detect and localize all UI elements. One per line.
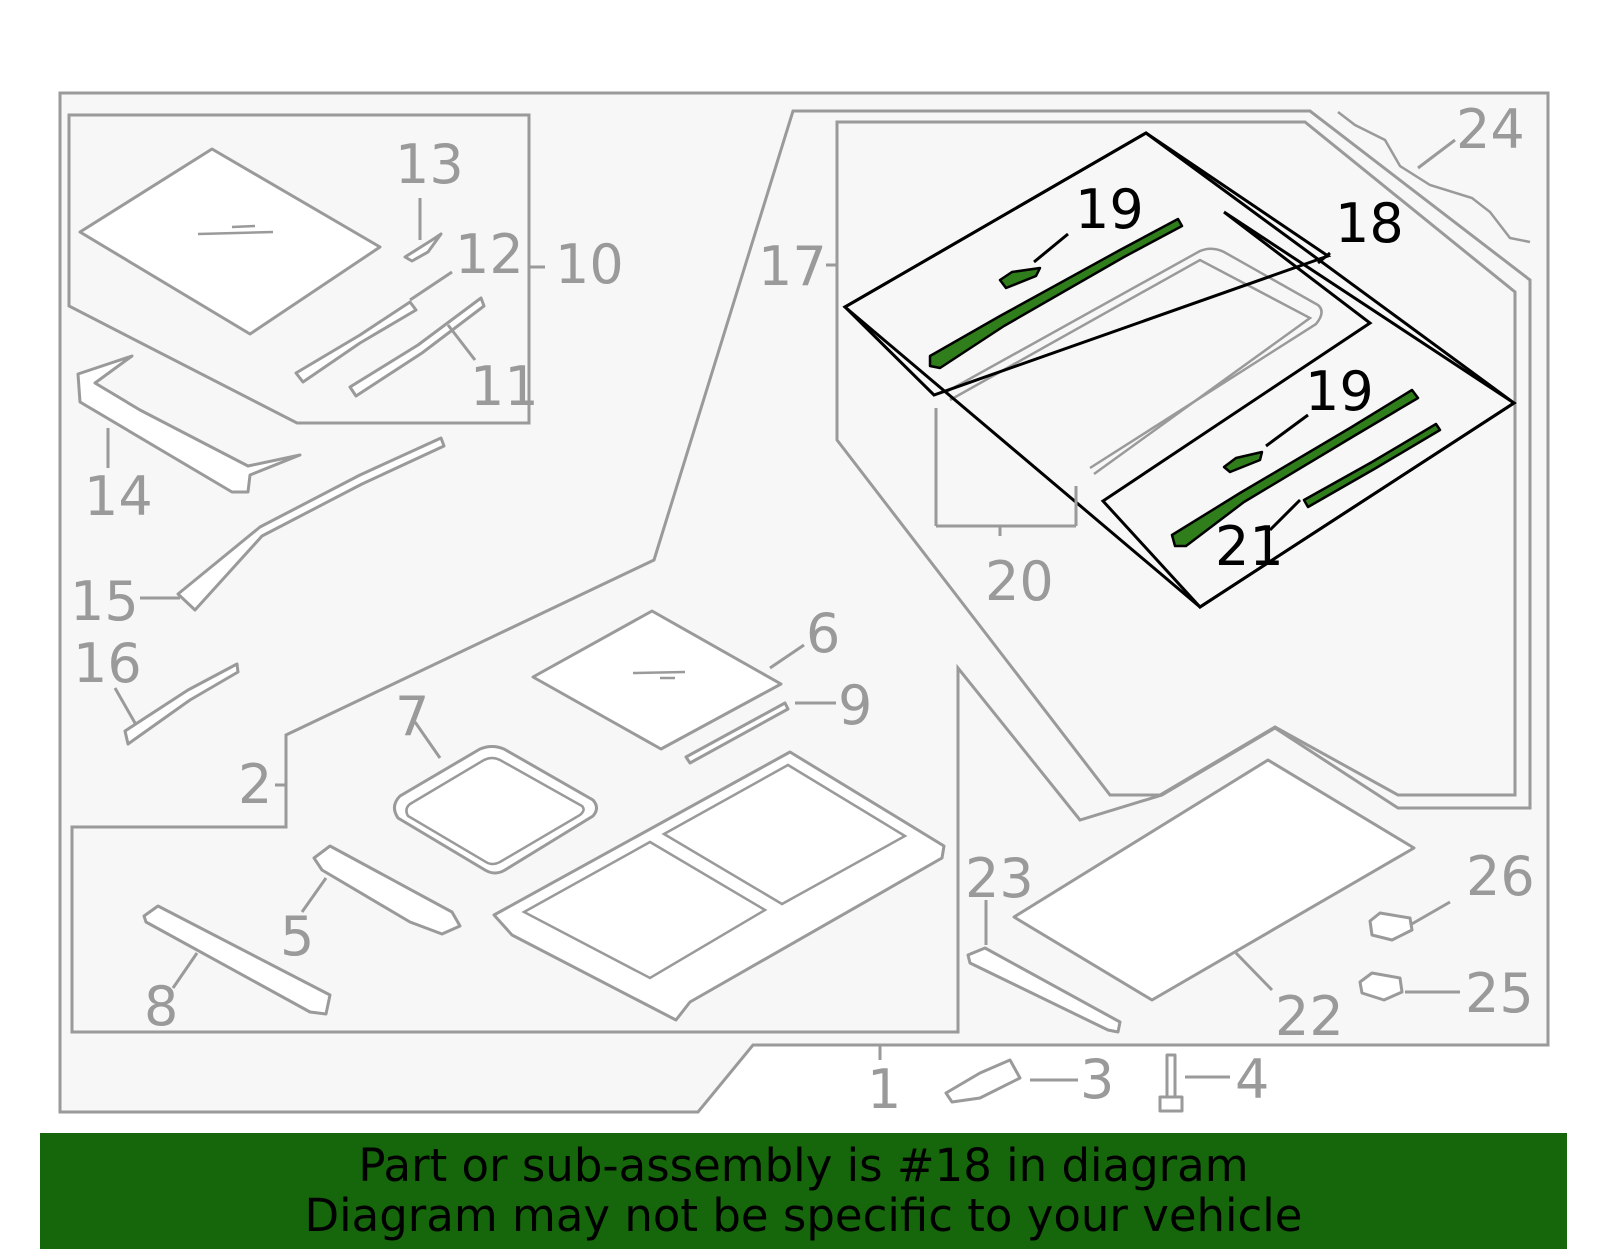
part-4-bolt [1158,1053,1184,1113]
callout-25[interactable]: 25 [1465,962,1534,1025]
callout-12[interactable]: 12 [455,223,524,286]
part-2-frame [492,750,946,1022]
callout-15[interactable]: 15 [70,570,139,633]
callout-7[interactable]: 7 [395,685,429,748]
part-23-rail [966,946,1122,1034]
part-18-rail-right [1170,388,1420,548]
callout-4[interactable]: 4 [1235,1048,1269,1111]
callout-9[interactable]: 9 [838,674,872,737]
callout-3[interactable]: 3 [1080,1048,1114,1111]
callout-26[interactable]: 26 [1466,845,1535,908]
part-21-rail [1302,422,1442,509]
banner-line-2: Diagram may not be specific to your vehi… [304,1189,1303,1242]
part-6-glass [531,609,783,751]
part-5-deflector [312,844,462,936]
part-22-shade [1012,758,1416,1002]
callout-21[interactable]: 21 [1215,515,1284,578]
part-3-bracket [944,1058,1022,1104]
part-25-motor [1358,971,1404,1002]
part-13-clip [403,232,443,263]
callout-24[interactable]: 24 [1456,98,1525,161]
part-26-motor [1368,911,1414,942]
info-banner: Part or sub-assembly is #18 in diagram D… [40,1133,1567,1249]
callout-8[interactable]: 8 [144,975,178,1038]
banner-line-1: Part or sub-assembly is #18 in diagram [358,1139,1249,1192]
part-19-clip-lower [1222,450,1264,474]
part-18-rail-left [928,217,1184,370]
callout-5[interactable]: 5 [280,905,314,968]
callout-13[interactable]: 13 [395,133,464,196]
callout-14[interactable]: 14 [84,465,153,528]
part-16-strip [123,662,240,746]
callout-17[interactable]: 17 [758,235,827,298]
part-24-cable [1337,111,1531,244]
callout-1[interactable]: 1 [867,1058,901,1121]
part-15-trim [176,436,446,612]
sub-frame-17 [835,120,1517,797]
part-20-frame [945,247,1323,476]
part-14-deflector [76,354,302,494]
callout-10[interactable]: 10 [555,233,624,296]
callout-11[interactable]: 11 [470,355,539,418]
sub-frame-10 [67,113,531,425]
callout-18[interactable]: 18 [1335,192,1404,255]
part-11-rail [348,296,486,398]
part-12-rail [294,300,418,384]
part-7-seal [393,745,598,875]
callout-2[interactable]: 2 [238,753,272,816]
leader-lines [106,138,1460,1082]
callout-16[interactable]: 16 [73,632,142,695]
part-18-box-upper [842,131,1332,397]
callout-23[interactable]: 23 [965,847,1034,910]
part-19-clip-upper [998,266,1042,290]
part-10-glass [78,147,382,336]
callout-20[interactable]: 20 [985,550,1054,613]
callout-22[interactable]: 22 [1275,985,1344,1048]
part-9-seal [684,701,790,765]
callout-6[interactable]: 6 [806,602,840,665]
callout-19-lower[interactable]: 19 [1305,360,1374,423]
part-8-rail [142,904,332,1016]
sub-frame-2 [70,109,1532,1034]
callout-19-upper[interactable]: 19 [1075,178,1144,241]
part-18-box-lower [1100,210,1517,609]
